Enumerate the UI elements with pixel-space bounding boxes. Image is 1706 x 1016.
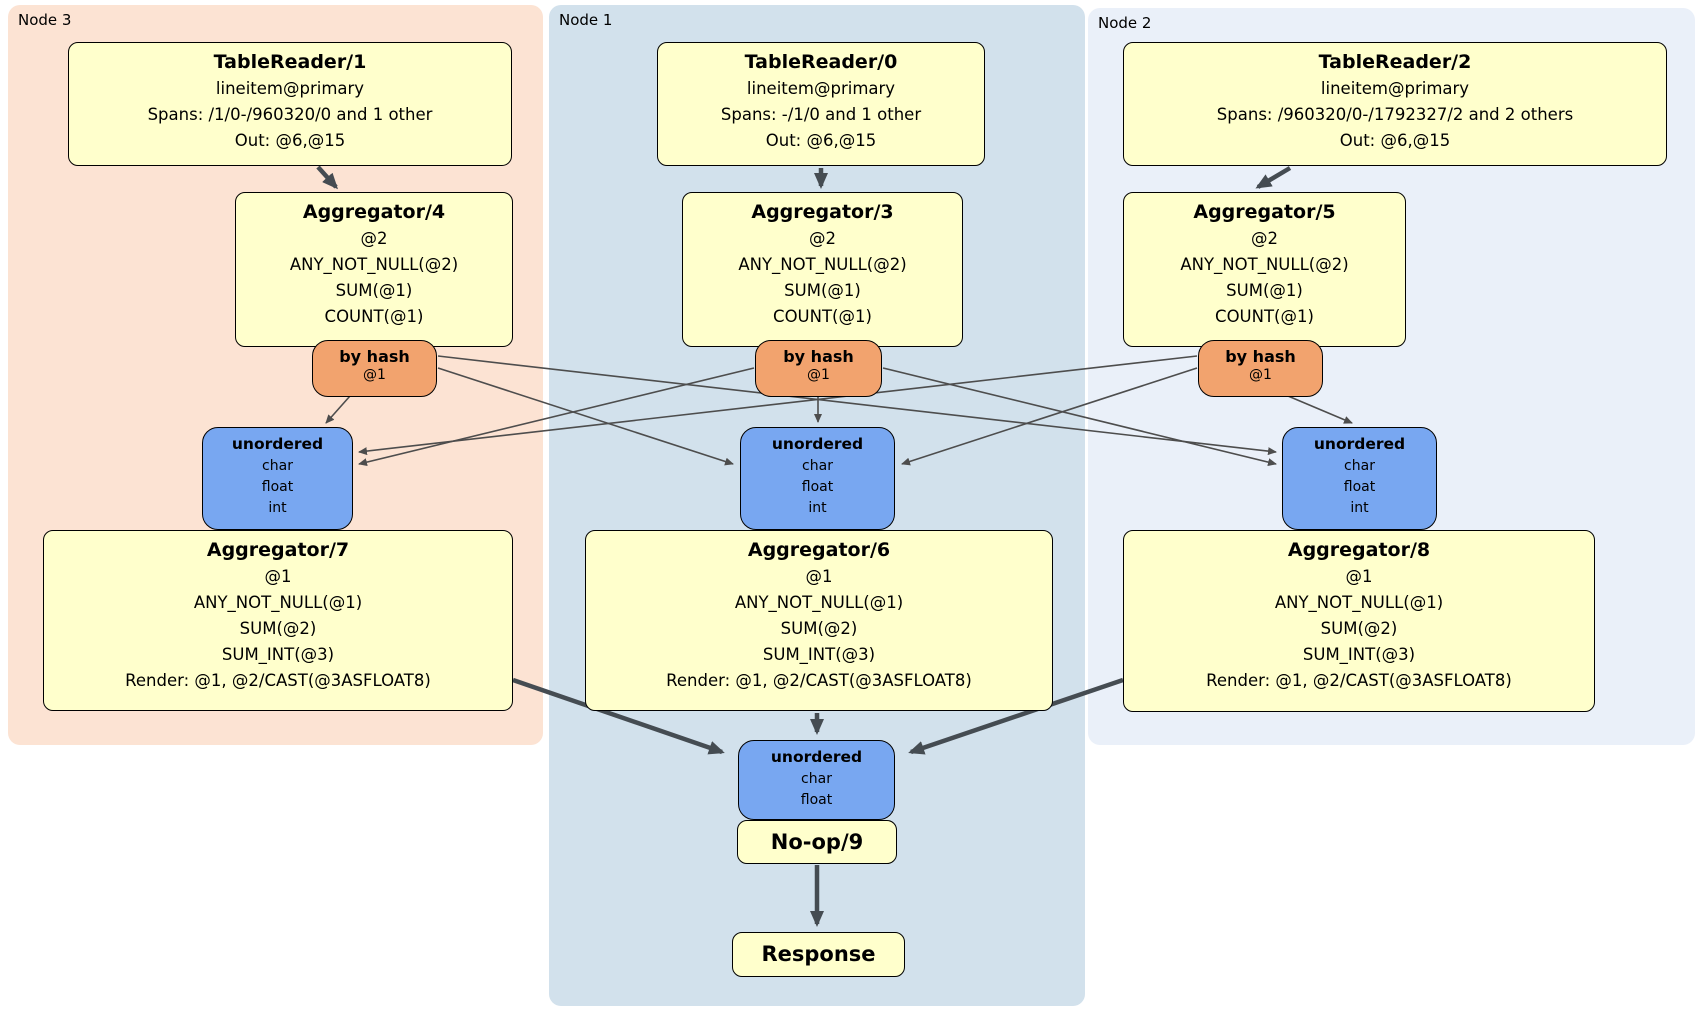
final-stream-box: unordered char float xyxy=(738,740,895,820)
agg-expr: ANY_NOT_NULL(@2) xyxy=(738,255,907,274)
table-reader-0-box: TableReader/0 lineitem@primary Spans: -/… xyxy=(657,42,985,166)
processor-title: Aggregator/7 xyxy=(206,539,350,561)
processor-title: TableReader/2 xyxy=(1318,51,1472,73)
stream-column: char xyxy=(262,458,293,474)
aggregator-5-box: Aggregator/5 @2 ANY_NOT_NULL(@2) SUM(@1)… xyxy=(1123,192,1406,347)
out-line: Out: @6,@15 xyxy=(1339,131,1451,150)
agg-expr: SUM(@2) xyxy=(780,619,858,638)
render-line: Render: @1, @2/CAST(@3ASFLOAT8) xyxy=(666,671,972,690)
agg-expr: SUM(@2) xyxy=(1320,619,1398,638)
stream-unordered-node3: unordered char float int xyxy=(202,427,353,530)
router-key: @1 xyxy=(1249,367,1272,383)
index-line: lineitem@primary xyxy=(746,79,896,98)
agg-expr: SUM_INT(@3) xyxy=(221,645,335,664)
agg-expr: COUNT(@1) xyxy=(1215,307,1314,326)
agg-expr: COUNT(@1) xyxy=(324,307,424,326)
agg-expr: SUM_INT(@3) xyxy=(762,645,876,664)
stream-column: float xyxy=(801,479,834,495)
aggregator-6-box: Aggregator/6 @1 ANY_NOT_NULL(@1) SUM(@2)… xyxy=(585,530,1053,711)
group-line: @2 xyxy=(809,229,836,248)
render-line: Render: @1, @2/CAST(@3ASFLOAT8) xyxy=(1206,671,1512,690)
router-label: by hash xyxy=(1225,347,1296,366)
node-label: Node 3 xyxy=(18,11,72,29)
stream-label: unordered xyxy=(770,748,863,766)
stream-column: int xyxy=(808,500,827,516)
stream-column: char xyxy=(1344,458,1375,474)
stream-column: float xyxy=(800,792,833,808)
agg-expr: SUM_INT(@3) xyxy=(1302,645,1416,664)
stream-column: char xyxy=(801,771,832,787)
node-label: Node 2 xyxy=(1098,14,1152,32)
router-label: by hash xyxy=(783,347,854,366)
processor-title: Aggregator/5 xyxy=(1193,201,1336,223)
response-box: Response xyxy=(732,932,905,977)
agg-expr: COUNT(@1) xyxy=(773,307,872,326)
processor-title: Aggregator/6 xyxy=(747,539,891,561)
aggregator-4-box: Aggregator/4 @2 ANY_NOT_NULL(@2) SUM(@1)… xyxy=(235,192,513,347)
aggregator-7-box: Aggregator/7 @1 ANY_NOT_NULL(@1) SUM(@2)… xyxy=(43,530,513,711)
processor-title: Aggregator/4 xyxy=(302,201,446,223)
group-line: @1 xyxy=(264,567,292,586)
stream-column: char xyxy=(802,458,833,474)
table-reader-1-box: TableReader/1 lineitem@primary Spans: /1… xyxy=(68,42,512,166)
stream-column: float xyxy=(261,479,294,495)
spans-line: Spans: /960320/0-/1792327/2 and 2 others xyxy=(1216,105,1574,124)
router-key: @1 xyxy=(807,367,830,383)
group-line: @2 xyxy=(360,229,388,248)
agg-expr: ANY_NOT_NULL(@1) xyxy=(193,593,363,612)
processor-title: No-op/9 xyxy=(770,830,864,854)
agg-expr: SUM(@1) xyxy=(1226,281,1303,300)
out-line: Out: @6,@15 xyxy=(234,131,346,150)
agg-expr: ANY_NOT_NULL(@1) xyxy=(734,593,904,612)
agg-expr: ANY_NOT_NULL(@1) xyxy=(1274,593,1444,612)
router-label: by hash xyxy=(339,347,410,366)
out-line: Out: @6,@15 xyxy=(765,131,877,150)
spans-line: Spans: -/1/0 and 1 other xyxy=(720,105,922,124)
processor-title: TableReader/1 xyxy=(213,51,367,73)
router-key: @1 xyxy=(363,367,386,383)
hash-router-node3: by hash @1 xyxy=(312,340,437,397)
processor-title: Aggregator/3 xyxy=(751,201,894,223)
stream-label: unordered xyxy=(1313,435,1406,453)
noop-box: No-op/9 xyxy=(737,820,897,864)
group-line: @1 xyxy=(805,567,833,586)
stream-column: float xyxy=(1343,479,1376,495)
spans-line: Spans: /1/0-/960320/0 and 1 other xyxy=(147,105,433,124)
agg-expr: ANY_NOT_NULL(@2) xyxy=(289,255,459,274)
stream-column: int xyxy=(1350,500,1369,516)
stream-label: unordered xyxy=(771,435,864,453)
processor-title: Aggregator/8 xyxy=(1287,539,1431,561)
hash-router-node2: by hash @1 xyxy=(1198,340,1323,397)
aggregator-8-box: Aggregator/8 @1 ANY_NOT_NULL(@1) SUM(@2)… xyxy=(1123,530,1595,712)
agg-expr: SUM(@1) xyxy=(784,281,861,300)
node-label: Node 1 xyxy=(559,11,613,29)
group-line: @1 xyxy=(1345,567,1373,586)
index-line: lineitem@primary xyxy=(215,79,365,98)
stream-column: int xyxy=(268,500,287,516)
agg-expr: SUM(@2) xyxy=(239,619,317,638)
table-reader-2-box: TableReader/2 lineitem@primary Spans: /9… xyxy=(1123,42,1667,166)
stream-label: unordered xyxy=(231,435,324,453)
index-line: lineitem@primary xyxy=(1320,79,1470,98)
aggregator-3-box: Aggregator/3 @2 ANY_NOT_NULL(@2) SUM(@1)… xyxy=(682,192,963,347)
hash-router-node1: by hash @1 xyxy=(755,340,882,397)
stream-unordered-node2: unordered char float int xyxy=(1282,427,1437,530)
agg-expr: ANY_NOT_NULL(@2) xyxy=(1180,255,1349,274)
render-line: Render: @1, @2/CAST(@3ASFLOAT8) xyxy=(125,671,431,690)
group-line: @2 xyxy=(1251,229,1278,248)
response-label: Response xyxy=(761,942,876,966)
agg-expr: SUM(@1) xyxy=(335,281,413,300)
processor-title: TableReader/0 xyxy=(744,51,898,73)
stream-unordered-node1: unordered char float int xyxy=(740,427,895,530)
